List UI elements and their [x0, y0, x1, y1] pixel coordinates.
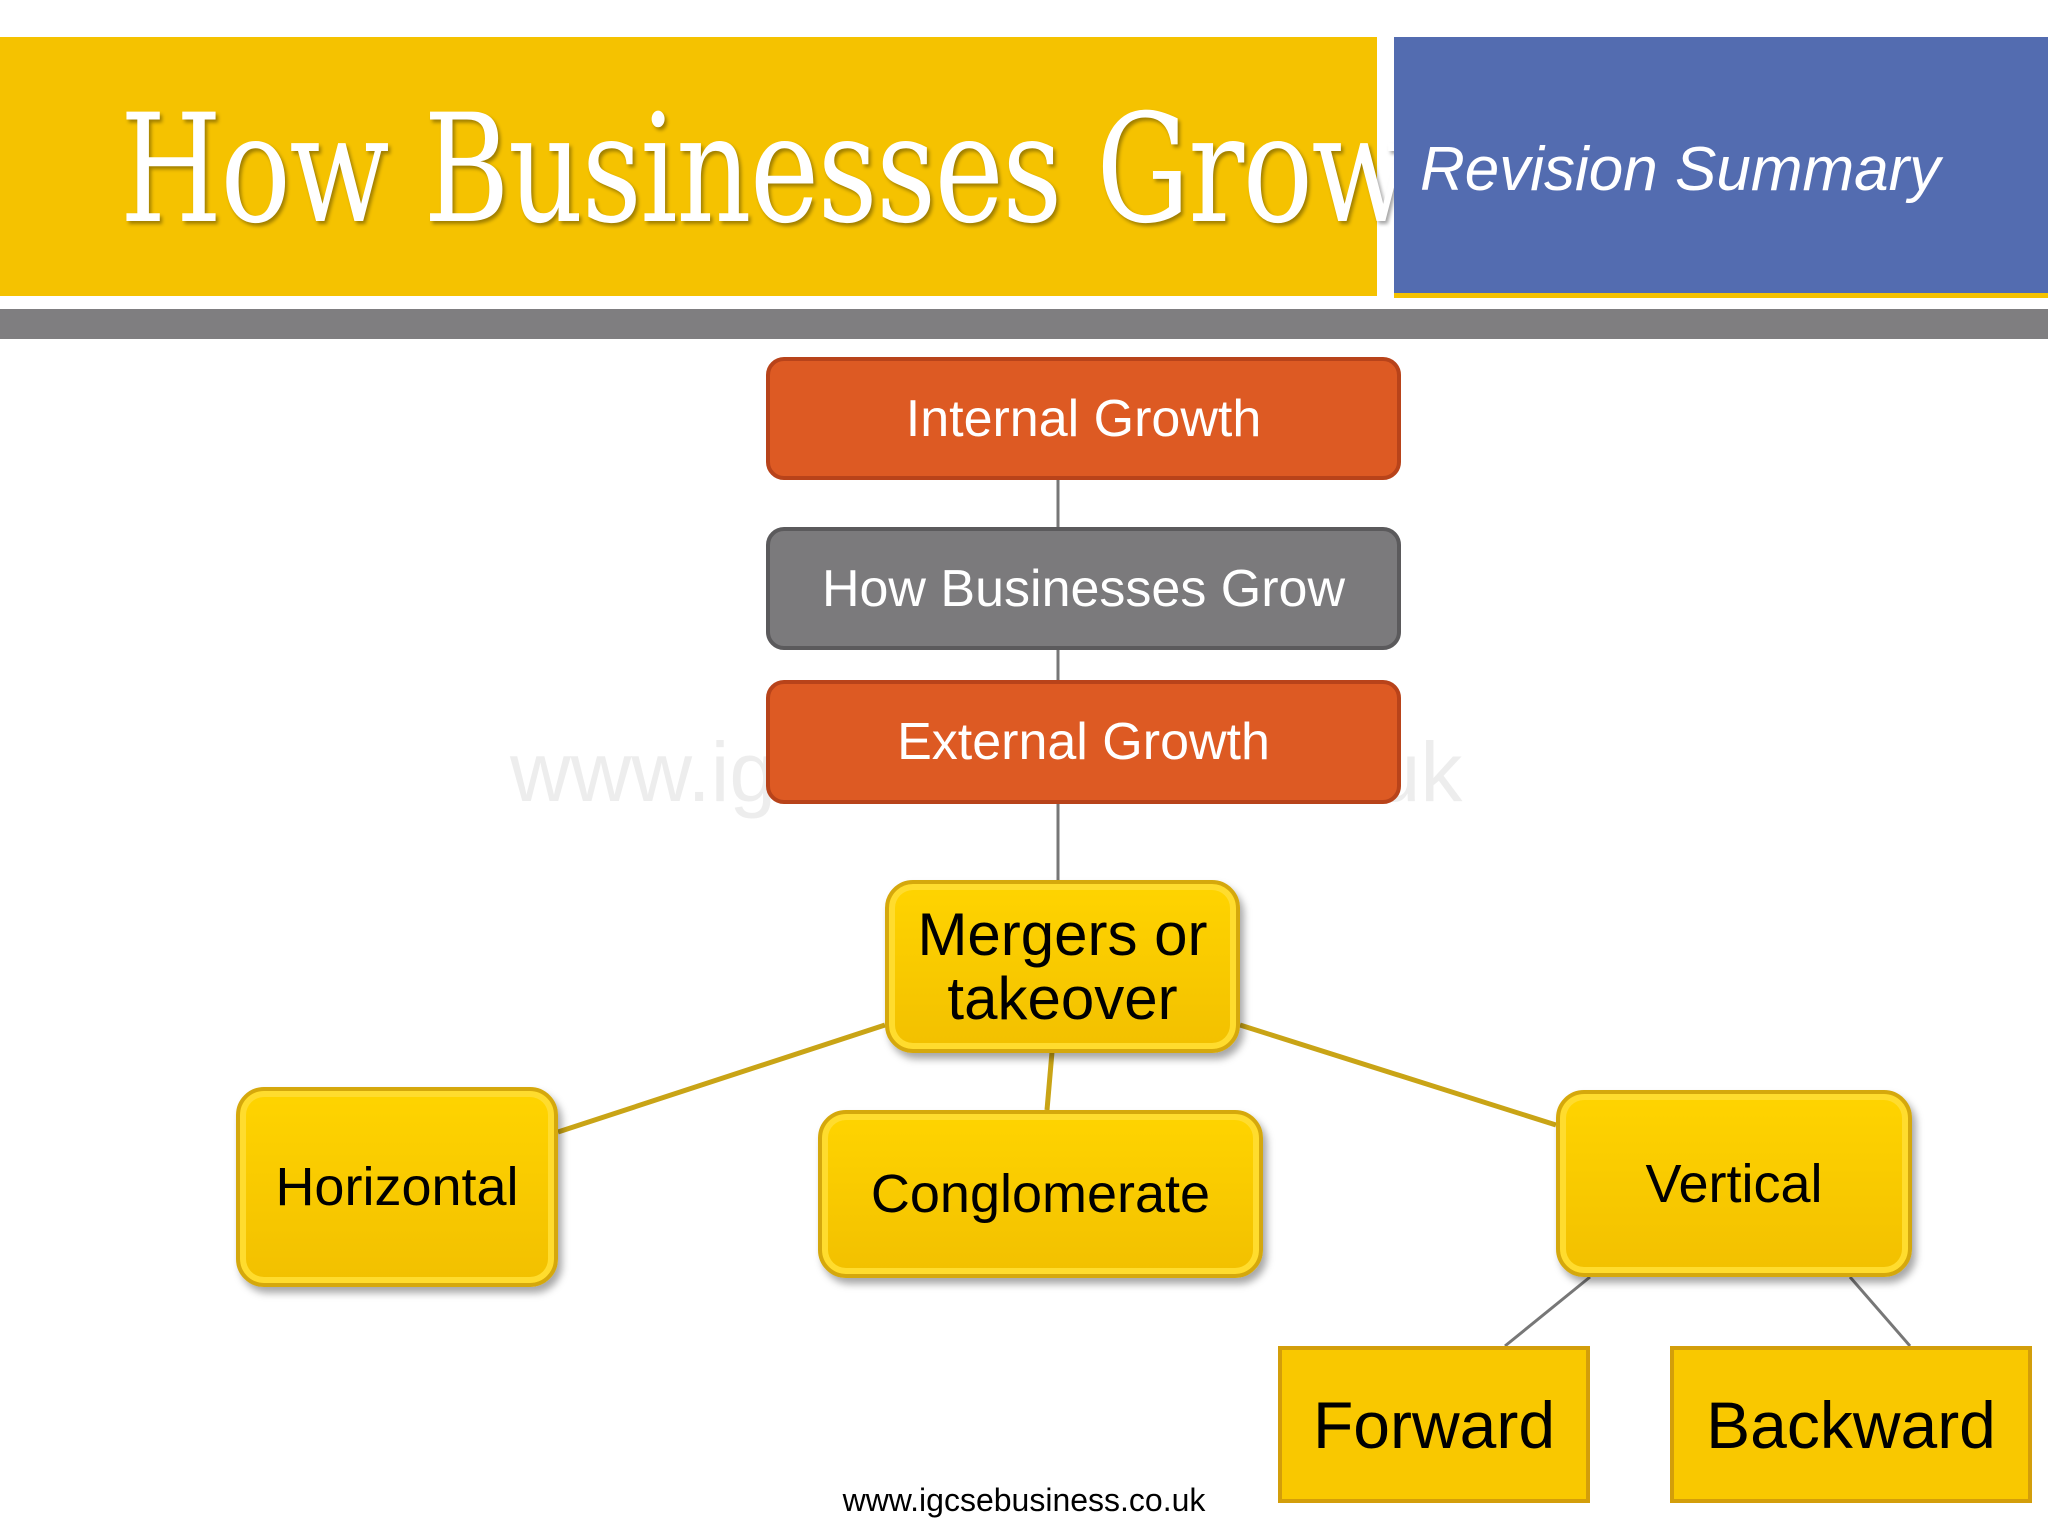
node-center-label: How Businesses Grow [821, 559, 1346, 618]
node-vertical-label: Vertical [1645, 1153, 1823, 1214]
node-mergers-label-line2: takeover [947, 964, 1178, 1032]
connector-vertical-forward [1504, 1275, 1591, 1348]
header-divider [0, 309, 2048, 339]
node-external-growth-label: External Growth [897, 713, 1270, 771]
node-conglomerate-label: Conglomerate [870, 1164, 1211, 1224]
title-banner [0, 37, 1377, 296]
node-conglomerate: Conglomerate [818, 1110, 1263, 1278]
page-subtitle: Revision Summary [1420, 135, 1941, 204]
connector-mergers-vertical [1239, 1022, 1557, 1128]
node-forward: Forward [1278, 1346, 1590, 1503]
connector-mergers-conglomerate [1044, 1051, 1055, 1111]
node-forward-label: Forward [1312, 1387, 1556, 1462]
node-horizontal-label: Horizontal [275, 1157, 519, 1217]
footer-url: www.igcsebusiness.co.uk [842, 1482, 1206, 1518]
node-how-businesses-grow: How Businesses Grow [766, 527, 1401, 650]
connector-vertical-backward [1848, 1276, 1912, 1347]
node-backward: Backward [1670, 1346, 2032, 1503]
node-vertical: Vertical [1556, 1090, 1912, 1277]
node-horizontal: Horizontal [236, 1087, 558, 1287]
connector-mergers-horizontal [557, 1022, 886, 1135]
node-external-growth: External Growth [766, 680, 1401, 804]
node-backward-label: Backward [1706, 1387, 1996, 1462]
subtitle-banner [1394, 37, 2048, 296]
subtitle-underline [1394, 293, 2048, 298]
node-mergers-label-line1: Mergers or [917, 900, 1208, 968]
node-internal-growth: Internal Growth [766, 357, 1401, 480]
node-internal-growth-label: Internal Growth [905, 389, 1262, 448]
node-mergers-or-takeover: Mergers or takeover [885, 880, 1240, 1053]
